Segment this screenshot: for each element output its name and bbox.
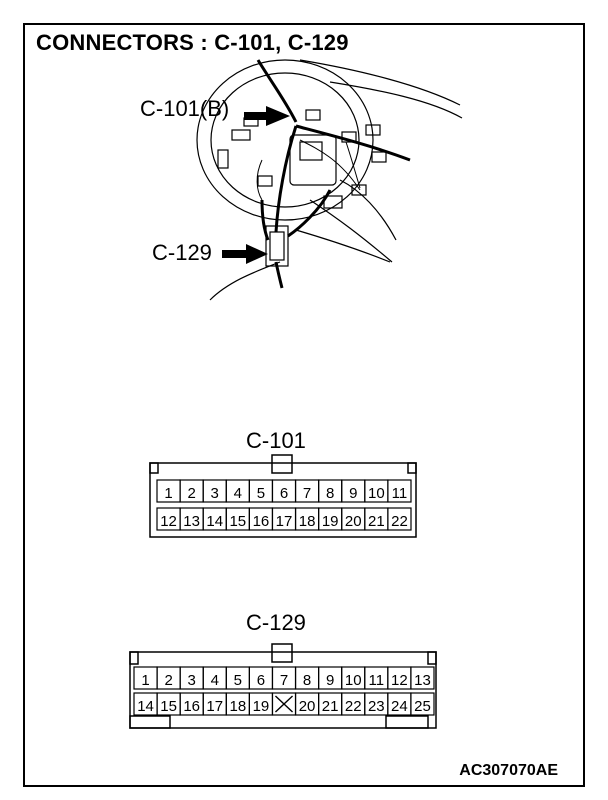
arrow-c101-icon [244,106,290,126]
c129-pin: 17 [202,692,227,716]
c129-pin: 16 [179,692,204,716]
c129-pin: 1 [133,666,158,690]
svg-text:21: 21 [322,698,339,715]
connector-c129-title: C-129 [246,610,306,635]
c129-pin [271,692,297,716]
svg-text:20: 20 [345,513,362,530]
c129-pin: 12 [387,666,412,690]
callout-c129-label: C-129 [152,240,212,265]
svg-text:23: 23 [368,698,385,715]
svg-text:1: 1 [164,485,172,502]
c101-pin: 11 [387,479,412,503]
svg-text:11: 11 [369,672,385,689]
page-title: CONNECTORS : C-101, C-129 [36,30,349,55]
svg-text:16: 16 [183,698,200,715]
svg-text:5: 5 [257,485,265,502]
svg-text:4: 4 [234,485,242,502]
svg-text:12: 12 [160,513,177,530]
svg-text:13: 13 [183,513,200,530]
c129-pin: 19 [248,692,274,716]
c129-pin: 11 [364,666,389,690]
svg-text:14: 14 [137,698,154,715]
c129-pin: 7 [271,666,297,690]
svg-text:2: 2 [164,672,172,689]
c129-pin: 18 [225,692,250,716]
c129-pin: 4 [202,666,227,690]
svg-text:2: 2 [187,485,195,502]
svg-text:24: 24 [391,698,408,715]
svg-text:7: 7 [280,672,288,689]
c129-pin: 2 [156,666,181,690]
svg-text:18: 18 [299,513,316,530]
svg-text:10: 10 [368,485,385,502]
svg-text:5: 5 [234,672,242,689]
c129-pin: 15 [156,692,181,716]
svg-text:18: 18 [230,698,247,715]
steering-wheel-outline [196,59,374,221]
figure-code: AC307070AE [459,762,558,779]
svg-text:4: 4 [211,672,219,689]
svg-text:8: 8 [326,485,334,502]
svg-text:16: 16 [253,513,270,530]
c129-pin: 24 [387,692,412,716]
svg-text:17: 17 [276,513,293,530]
svg-text:17: 17 [206,698,223,715]
diagram-frame [23,23,585,787]
svg-text:14: 14 [206,513,223,530]
svg-text:19: 19 [322,513,339,530]
svg-text:15: 15 [229,513,246,530]
svg-text:3: 3 [188,672,196,689]
c129-pin: 6 [248,666,274,690]
svg-text:22: 22 [345,698,362,715]
c101-pin: 22 [387,507,412,531]
c129-pin: 3 [179,666,204,690]
c129-pin: 22 [341,692,366,716]
connector-c101-title: C-101 [246,428,306,453]
svg-text:13: 13 [414,672,431,689]
arrow-c129-icon [222,244,268,264]
c129-pin: 8 [294,666,320,690]
c129-pin: 5 [225,666,250,690]
c129-pin: 20 [294,692,320,716]
svg-text:6: 6 [280,485,288,502]
svg-text:10: 10 [345,672,362,689]
svg-text:21: 21 [368,513,385,530]
callout-c101-label: C-101(B) [140,96,230,121]
svg-text:12: 12 [391,672,408,689]
svg-text:25: 25 [414,698,431,715]
svg-text:11: 11 [392,485,408,502]
svg-text:3: 3 [211,485,219,502]
svg-text:22: 22 [391,513,408,530]
svg-text:8: 8 [303,672,311,689]
svg-text:20: 20 [299,698,316,715]
svg-text:9: 9 [349,485,357,502]
c129-pin: 13 [410,666,435,690]
c129-pin: 9 [318,666,343,690]
c129-pin: 10 [341,666,366,690]
svg-text:7: 7 [303,485,311,502]
svg-text:1: 1 [141,672,149,689]
c129-pin: 21 [318,692,343,716]
svg-text:9: 9 [326,672,334,689]
svg-text:15: 15 [160,698,177,715]
c129-pin: 25 [410,692,435,716]
c129-pin: 14 [133,692,158,716]
svg-text:19: 19 [253,698,270,715]
svg-text:6: 6 [257,672,265,689]
c129-pin: 23 [364,692,389,716]
